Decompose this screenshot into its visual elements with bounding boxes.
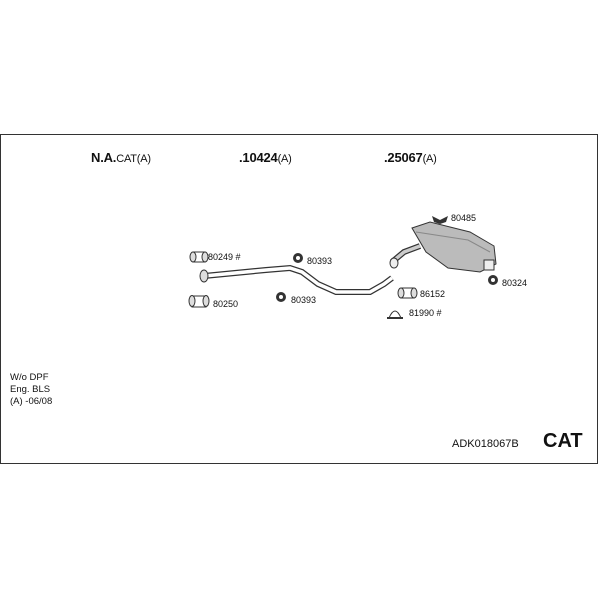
note-engine: Eng. BLS — [10, 384, 51, 395]
note-dpf: W/o DPF — [10, 372, 49, 383]
middle-pipe — [199, 264, 394, 295]
clamp-80250 — [188, 295, 210, 308]
rubber-mount-80393-top — [293, 253, 303, 263]
rear-silencer — [389, 221, 497, 273]
clamp-86152 — [397, 287, 418, 299]
bracket-80485 — [432, 216, 448, 224]
label-86152: 86152 — [420, 289, 446, 299]
label-80393-bottom: 80393 — [291, 295, 317, 305]
diagram-frame — [0, 134, 598, 464]
rubber-mount-80393-bottom — [276, 292, 286, 302]
label-80485: 80485 — [451, 213, 477, 223]
header-25067: .25067(A) — [384, 150, 437, 165]
rubber-mount-80324 — [488, 275, 498, 285]
header-na-cat: N.A.CAT(A) — [91, 150, 151, 165]
article-code: ADK018067B — [452, 438, 519, 450]
label-81990: 81990 # — [409, 308, 442, 318]
header-10424: .10424(A) — [239, 150, 292, 165]
label-80393-top: 80393 — [307, 256, 333, 266]
note-date: (A) -06/08 — [10, 396, 53, 407]
label-80249: 80249 # — [208, 252, 241, 262]
category-label: CAT — [543, 430, 583, 452]
label-80324: 80324 — [502, 278, 528, 288]
u-clamp-81990 — [387, 310, 403, 319]
clamp-80249 — [189, 251, 209, 263]
label-80250: 80250 — [213, 299, 239, 309]
